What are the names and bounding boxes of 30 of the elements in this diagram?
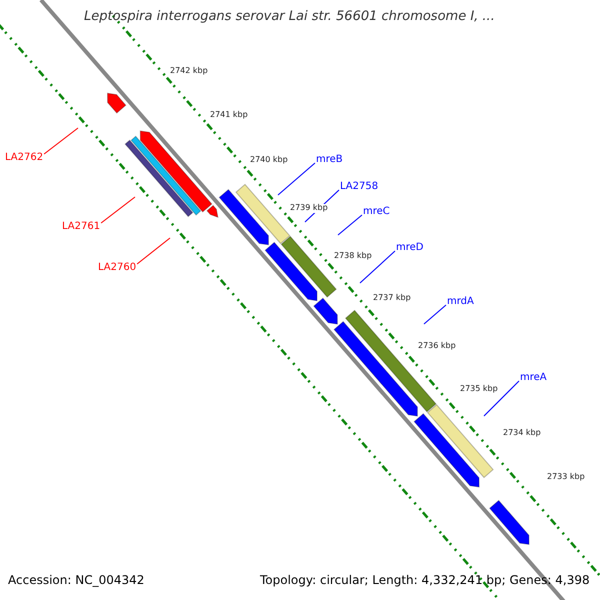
leader-line — [278, 162, 316, 196]
scale-tick-label: 2737 kbp — [373, 294, 411, 303]
scale-tick-label: 2739 kbp — [290, 204, 328, 213]
gene-label: LA2761 — [62, 221, 100, 232]
gene-label: mreC — [363, 206, 390, 217]
leader-line — [44, 128, 78, 154]
footer-text: Accession: NC_004342 — [8, 574, 144, 588]
leader-line — [100, 196, 136, 224]
gene-label: LA2758 — [340, 181, 378, 192]
scale-tick-label: 2736 kbp — [418, 342, 456, 351]
scale-tick-label: 2741 kbp — [210, 111, 248, 120]
scale-tick-label: 2740 kbp — [250, 156, 288, 165]
gene-label: mreD — [396, 242, 424, 253]
leader-line — [424, 304, 446, 324]
gene-label: LA2762 — [5, 152, 44, 163]
leader-line — [136, 238, 170, 264]
chart-title: Leptospira interrogans serovar Lai str. 56601 chromosome I, ... — [84, 10, 495, 24]
gene-label: mrdA — [447, 296, 474, 307]
scale-tick-label: 2734 kbp — [503, 429, 541, 438]
leader-line — [338, 214, 362, 236]
gene-label: LA2760 — [98, 262, 136, 273]
scale-tick-label: 2735 kbp — [460, 385, 498, 394]
scale-tick-label: 2742 kbp — [170, 67, 208, 76]
footer-text: Topology: circular; Length: 4,332,241 bp; Genes: 4,398 — [260, 574, 590, 588]
scale-tick-label: 2738 kbp — [334, 252, 372, 261]
scale-tick-label: 2733 kbp — [547, 473, 585, 482]
gene-label: mreA — [520, 372, 547, 383]
gene-label: mreB — [316, 154, 343, 165]
leader-line — [484, 380, 520, 416]
leader-line — [360, 250, 396, 284]
